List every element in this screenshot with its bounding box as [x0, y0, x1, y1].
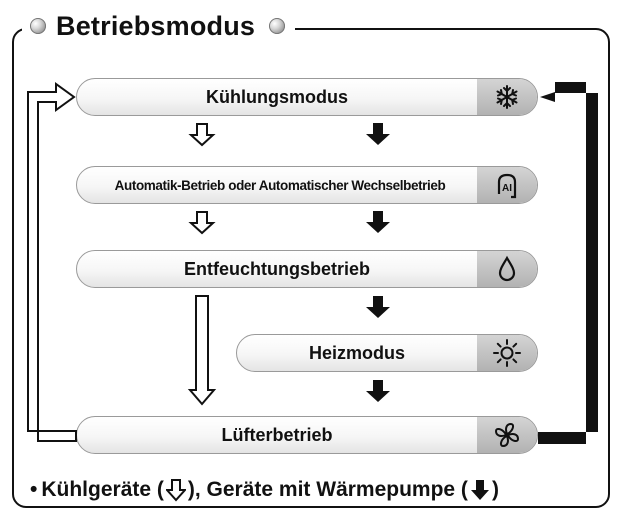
water-drop-icon: [477, 251, 537, 287]
mode-cooling: Kühlungsmodus: [76, 78, 538, 116]
mode-cooling-label: Kühlungsmodus: [206, 86, 348, 107]
legend-footnote: • Kühlgeräte ( ), Geräte mit Wärmepumpe …: [30, 472, 499, 508]
mode-auto: Automatik-Betrieb oder Automatischer Wec…: [76, 166, 538, 204]
fan-icon: [477, 417, 537, 453]
mode-frame: [12, 28, 610, 508]
mode-dehumidify-label: Entfeuchtungsbetrieb: [183, 258, 370, 279]
snowflake-icon: [477, 79, 537, 115]
mode-auto-label: Automatik-Betrieb oder Automatischer Wec…: [114, 177, 446, 193]
title-ball-left-icon: [30, 18, 46, 34]
legend-text-cooling: Kühlgeräte (: [41, 478, 164, 501]
hollow-arrow-down-icon: [165, 479, 186, 502]
legend-text-heatpump: ), Geräte mit Wärmepumpe (: [187, 478, 468, 501]
page-title: Betriebsmodus: [56, 10, 256, 41]
solid-arrow-down-icon: [470, 480, 489, 500]
mode-fan-label: Lüfterbetrieb: [221, 424, 333, 445]
legend-bullet: •: [30, 478, 38, 501]
title-ball-right-icon: [269, 18, 286, 34]
mode-dehumidify: Entfeuchtungsbetrieb: [76, 250, 538, 288]
sun-icon: [477, 335, 537, 371]
mode-heating-label: Heizmodus: [308, 342, 405, 363]
mode-heating: Heizmodus: [236, 334, 538, 372]
ai-icon-text: AI: [502, 183, 512, 194]
title-bar: Betriebsmodus: [22, 4, 296, 48]
mode-fan: Lüfterbetrieb: [76, 416, 538, 454]
legend-text-close: ): [491, 478, 499, 501]
ai-auto-icon: AI: [477, 167, 537, 203]
